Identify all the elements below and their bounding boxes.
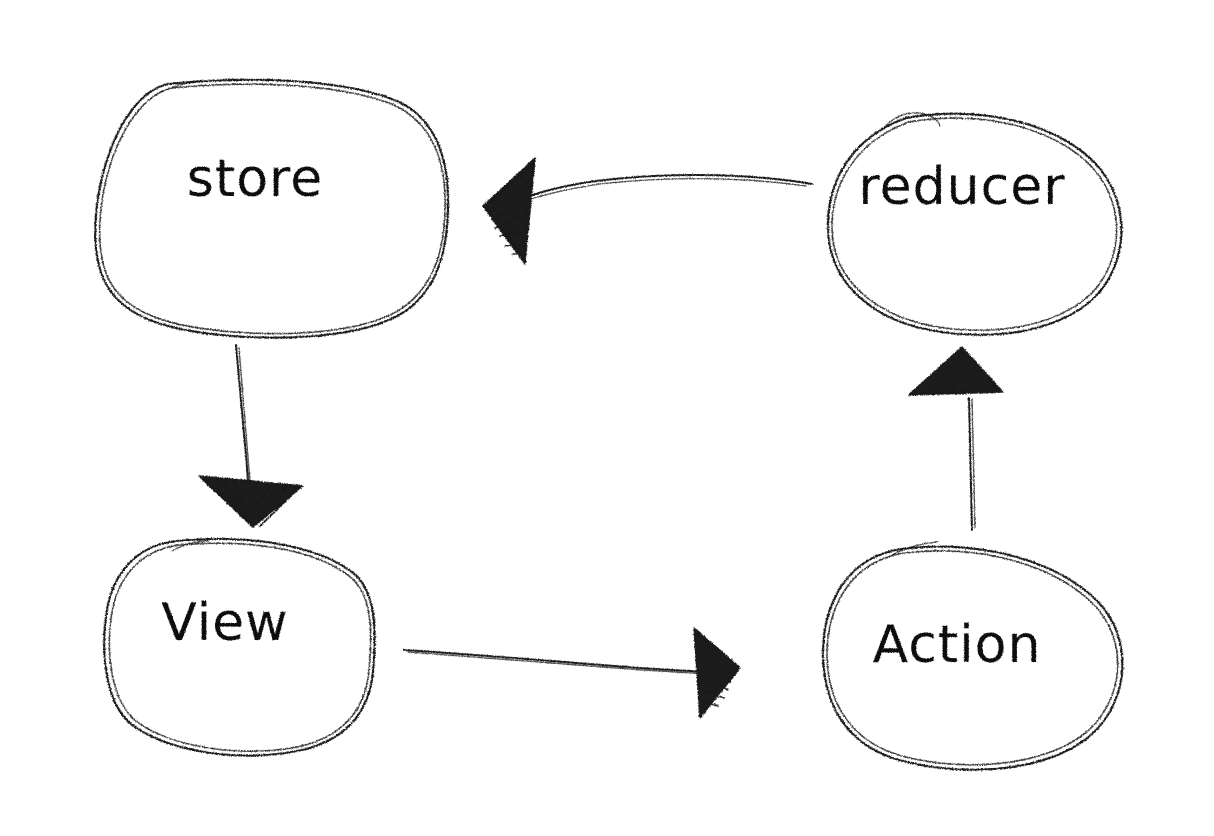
edge-store-to-view <box>198 344 304 528</box>
node-store-label: store <box>187 149 324 209</box>
node-reducer-label: reducer <box>858 157 1065 217</box>
node-store[interactable]: store <box>94 78 450 339</box>
node-action-outline <box>821 541 1124 771</box>
edge-action-to-reducer <box>908 346 1004 531</box>
node-reducer-outline <box>826 112 1123 336</box>
node-view[interactable]: View <box>103 537 376 757</box>
node-reducer[interactable]: reducer <box>826 112 1123 336</box>
edge-view-to-action <box>403 627 741 719</box>
node-action-label: Action <box>873 615 1042 675</box>
arrowhead-right-icon <box>693 627 741 719</box>
arrowhead-down-icon <box>198 475 304 528</box>
arrowhead-up-icon <box>908 346 1004 396</box>
node-view-outline <box>103 537 376 757</box>
node-view-label: View <box>161 593 288 653</box>
node-action[interactable]: Action <box>821 541 1124 771</box>
arrowhead-left-icon <box>482 157 536 265</box>
node-store-outline <box>94 78 450 339</box>
edge-reducer-to-store <box>482 157 813 265</box>
